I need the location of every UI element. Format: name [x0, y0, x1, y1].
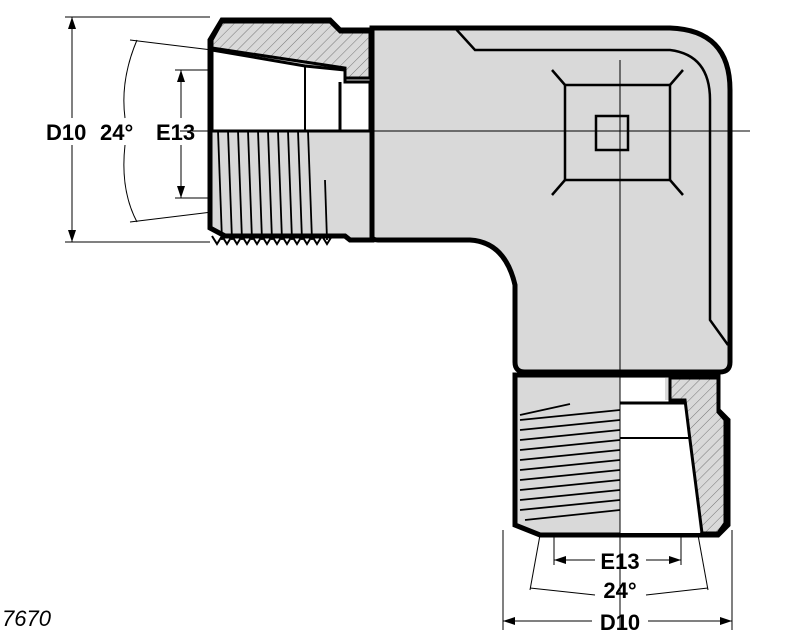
- elbow-body: [367, 25, 733, 375]
- bottom-dimensions: [502, 530, 733, 630]
- wrench-flat-square: [551, 69, 684, 196]
- left-port: [207, 17, 375, 246]
- left-angle-label: 24°: [100, 120, 133, 145]
- centerlines: [180, 60, 750, 630]
- bottom-port: [512, 372, 731, 538]
- part-number: 7670: [2, 606, 52, 631]
- bottom-angle-label: 24°: [603, 578, 636, 603]
- left-d10-label: D10: [46, 120, 86, 145]
- bottom-d10-label: D10: [600, 610, 640, 635]
- left-e13-label: E13: [156, 120, 195, 145]
- bottom-e13-label: E13: [600, 549, 639, 574]
- body-edge-line: [454, 27, 730, 346]
